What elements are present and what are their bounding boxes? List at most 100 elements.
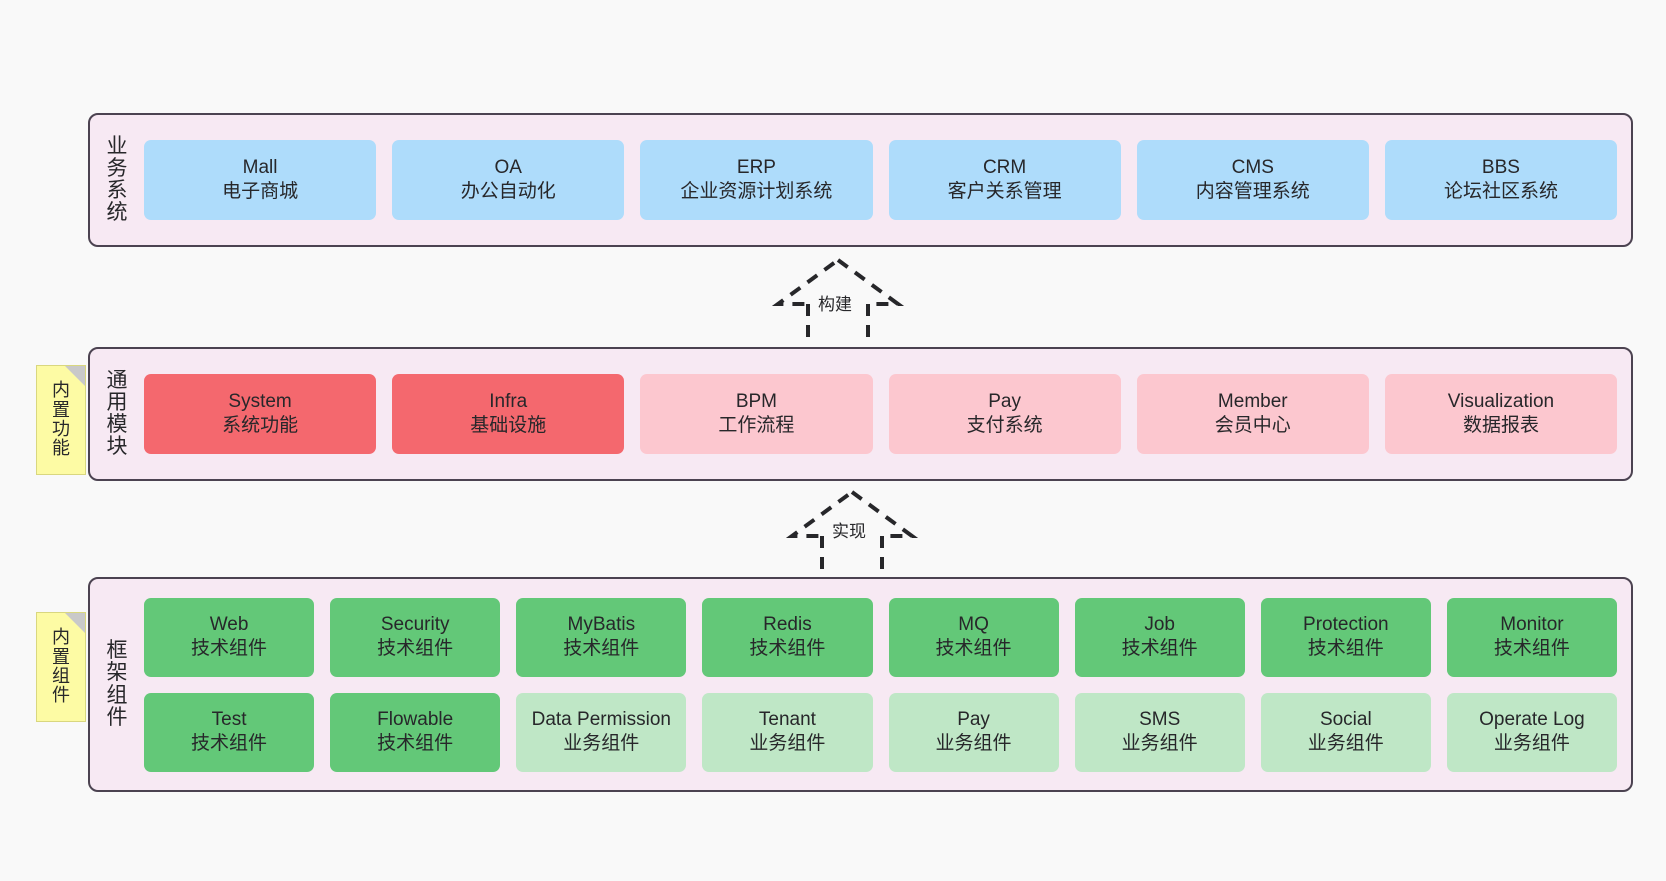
note-fold-icon [65, 366, 85, 386]
card-subtitle: 技术组件 [1307, 638, 1384, 659]
card-title: Security [380, 614, 450, 636]
card-subtitle: 基础设施 [470, 415, 547, 436]
card-title: Infra [489, 391, 528, 413]
card-tenant[interactable]: Tenant 业务组件 [702, 692, 873, 772]
card-subtitle: 客户关系管理 [947, 181, 1062, 202]
card-member[interactable]: Member 会员中心 [1136, 374, 1369, 454]
layer-framework-component-body: Web 技术组件 Security 技术组件 MyBatis 技术组件 Redi… [134, 579, 1631, 790]
card-title: Redis [763, 614, 812, 636]
layer-business-system-body: Mall 电子商城 OA 办公自动化 ERP 企业资源计划系统 CRM 客户关系… [134, 115, 1631, 245]
card-bpm[interactable]: BPM 工作流程 [640, 374, 873, 454]
card-test[interactable]: Test 技术组件 [144, 692, 315, 772]
card-title: Flowable [377, 709, 454, 731]
card-title: Protection [1303, 614, 1389, 636]
note-builtin-function-label: 内 置 功 能 [52, 380, 70, 459]
framework-tech-row: Web 技术组件 Security 技术组件 MyBatis 技术组件 Redi… [144, 597, 1617, 677]
business-card-row: Mall 电子商城 OA 办公自动化 ERP 企业资源计划系统 CRM 客户关系… [144, 140, 1618, 220]
arrow-shaft [820, 536, 884, 570]
card-title: SMS [1139, 709, 1181, 731]
card-title: Monitor [1500, 614, 1564, 636]
note-builtin-function: 内 置 功 能 [36, 365, 86, 475]
layer-framework-component-title: 框 架 组 件 [106, 639, 128, 729]
layer-common-module: 通 用 模 块 System 系统功能 Infra 基础设施 BPM 工作流程 … [88, 347, 1633, 481]
card-subtitle: 业务组件 [749, 733, 826, 754]
card-title: MyBatis [567, 614, 636, 636]
card-title: Member [1217, 391, 1288, 413]
card-subtitle: 技术组件 [377, 733, 454, 754]
card-subtitle: 办公自动化 [460, 181, 556, 202]
card-title: Test [211, 709, 247, 731]
card-title: OA [494, 157, 522, 179]
card-pay[interactable]: Pay 支付系统 [888, 374, 1121, 454]
card-bbs[interactable]: BBS 论坛社区系统 [1384, 140, 1618, 220]
arrow-realize: 实现 [762, 489, 942, 570]
framework-business-row: Test 技术组件 Flowable 技术组件 Data Permission … [144, 692, 1617, 772]
card-subtitle: 系统功能 [222, 415, 299, 436]
card-mq[interactable]: MQ 技术组件 [888, 597, 1059, 677]
layer-business-system-title: 业 务 系 统 [106, 134, 128, 225]
card-cms[interactable]: CMS 内容管理系统 [1136, 140, 1369, 220]
note-builtin-component-label: 内 置 组 件 [52, 627, 70, 706]
card-subtitle: 技术组件 [563, 638, 640, 659]
card-data-permission[interactable]: Data Permission 业务组件 [516, 692, 687, 772]
card-crm[interactable]: CRM 客户关系管理 [888, 140, 1121, 220]
layer-business-system: 业 务 系 统 Mall 电子商城 OA 办公自动化 ERP 企业资源计划系统 … [88, 113, 1633, 247]
card-monitor[interactable]: Monitor 技术组件 [1446, 597, 1617, 677]
card-title: Mall [242, 157, 278, 179]
card-subtitle: 业务组件 [1307, 733, 1384, 754]
card-social[interactable]: Social 业务组件 [1260, 692, 1431, 772]
card-title: Social [1319, 709, 1372, 731]
card-subtitle: 企业资源计划系统 [680, 181, 833, 202]
card-subtitle: 技术组件 [191, 638, 268, 659]
card-title: ERP [736, 157, 776, 179]
card-job[interactable]: Job 技术组件 [1074, 597, 1245, 677]
arrow-shaft [806, 304, 870, 344]
card-subtitle: 业务组件 [563, 733, 640, 754]
card-operate-log[interactable]: Operate Log 业务组件 [1446, 692, 1617, 772]
common-card-row: System 系统功能 Infra 基础设施 BPM 工作流程 Pay 支付系统… [144, 374, 1618, 454]
card-title: MQ [958, 614, 989, 636]
card-system[interactable]: System 系统功能 [144, 374, 377, 454]
card-mall[interactable]: Mall 电子商城 [144, 140, 377, 220]
card-subtitle: 业务组件 [1493, 733, 1570, 754]
card-subtitle: 论坛社区系统 [1443, 181, 1558, 202]
card-security[interactable]: Security 技术组件 [330, 597, 501, 677]
card-protection[interactable]: Protection 技术组件 [1260, 597, 1431, 677]
card-visualization[interactable]: Visualization 数据报表 [1384, 374, 1618, 454]
layer-common-module-body: System 系统功能 Infra 基础设施 BPM 工作流程 Pay 支付系统… [134, 349, 1631, 479]
card-subtitle: 支付系统 [966, 415, 1043, 436]
card-oa[interactable]: OA 办公自动化 [392, 140, 625, 220]
card-sms[interactable]: SMS 业务组件 [1074, 692, 1245, 772]
card-mybatis[interactable]: MyBatis 技术组件 [516, 597, 687, 677]
card-subtitle: 技术组件 [749, 638, 826, 659]
card-infra[interactable]: Infra 基础设施 [392, 374, 625, 454]
card-title: Web [209, 614, 249, 636]
arrow-realize-label: 实现 [830, 522, 868, 541]
layer-framework-component: 框 架 组 件 Web 技术组件 Security 技术组件 MyBatis 技… [88, 577, 1633, 792]
card-title: BPM [735, 391, 778, 413]
note-builtin-component: 内 置 组 件 [36, 612, 86, 722]
card-pay-component[interactable]: Pay 业务组件 [888, 692, 1059, 772]
card-title: Job [1144, 614, 1175, 636]
arrow-build-label: 构建 [816, 295, 854, 314]
card-subtitle: 技术组件 [377, 638, 454, 659]
card-flowable[interactable]: Flowable 技术组件 [330, 692, 501, 772]
card-title: Operate Log [1479, 709, 1585, 731]
layer-common-module-title: 通 用 模 块 [106, 368, 128, 459]
note-fold-icon [65, 613, 85, 633]
card-title: Pay [988, 391, 1021, 413]
arrow-build: 构建 [748, 257, 928, 344]
card-subtitle: 业务组件 [1121, 733, 1198, 754]
card-title: BBS [1481, 157, 1520, 179]
card-redis[interactable]: Redis 技术组件 [702, 597, 873, 677]
card-erp[interactable]: ERP 企业资源计划系统 [640, 140, 873, 220]
card-title: System [228, 391, 292, 413]
card-subtitle: 数据报表 [1462, 415, 1539, 436]
card-subtitle: 会员中心 [1214, 415, 1291, 436]
card-subtitle: 技术组件 [935, 638, 1012, 659]
card-subtitle: 技术组件 [1493, 638, 1570, 659]
card-subtitle: 工作流程 [718, 415, 795, 436]
card-web[interactable]: Web 技术组件 [144, 597, 315, 677]
card-title: Visualization [1447, 391, 1555, 413]
